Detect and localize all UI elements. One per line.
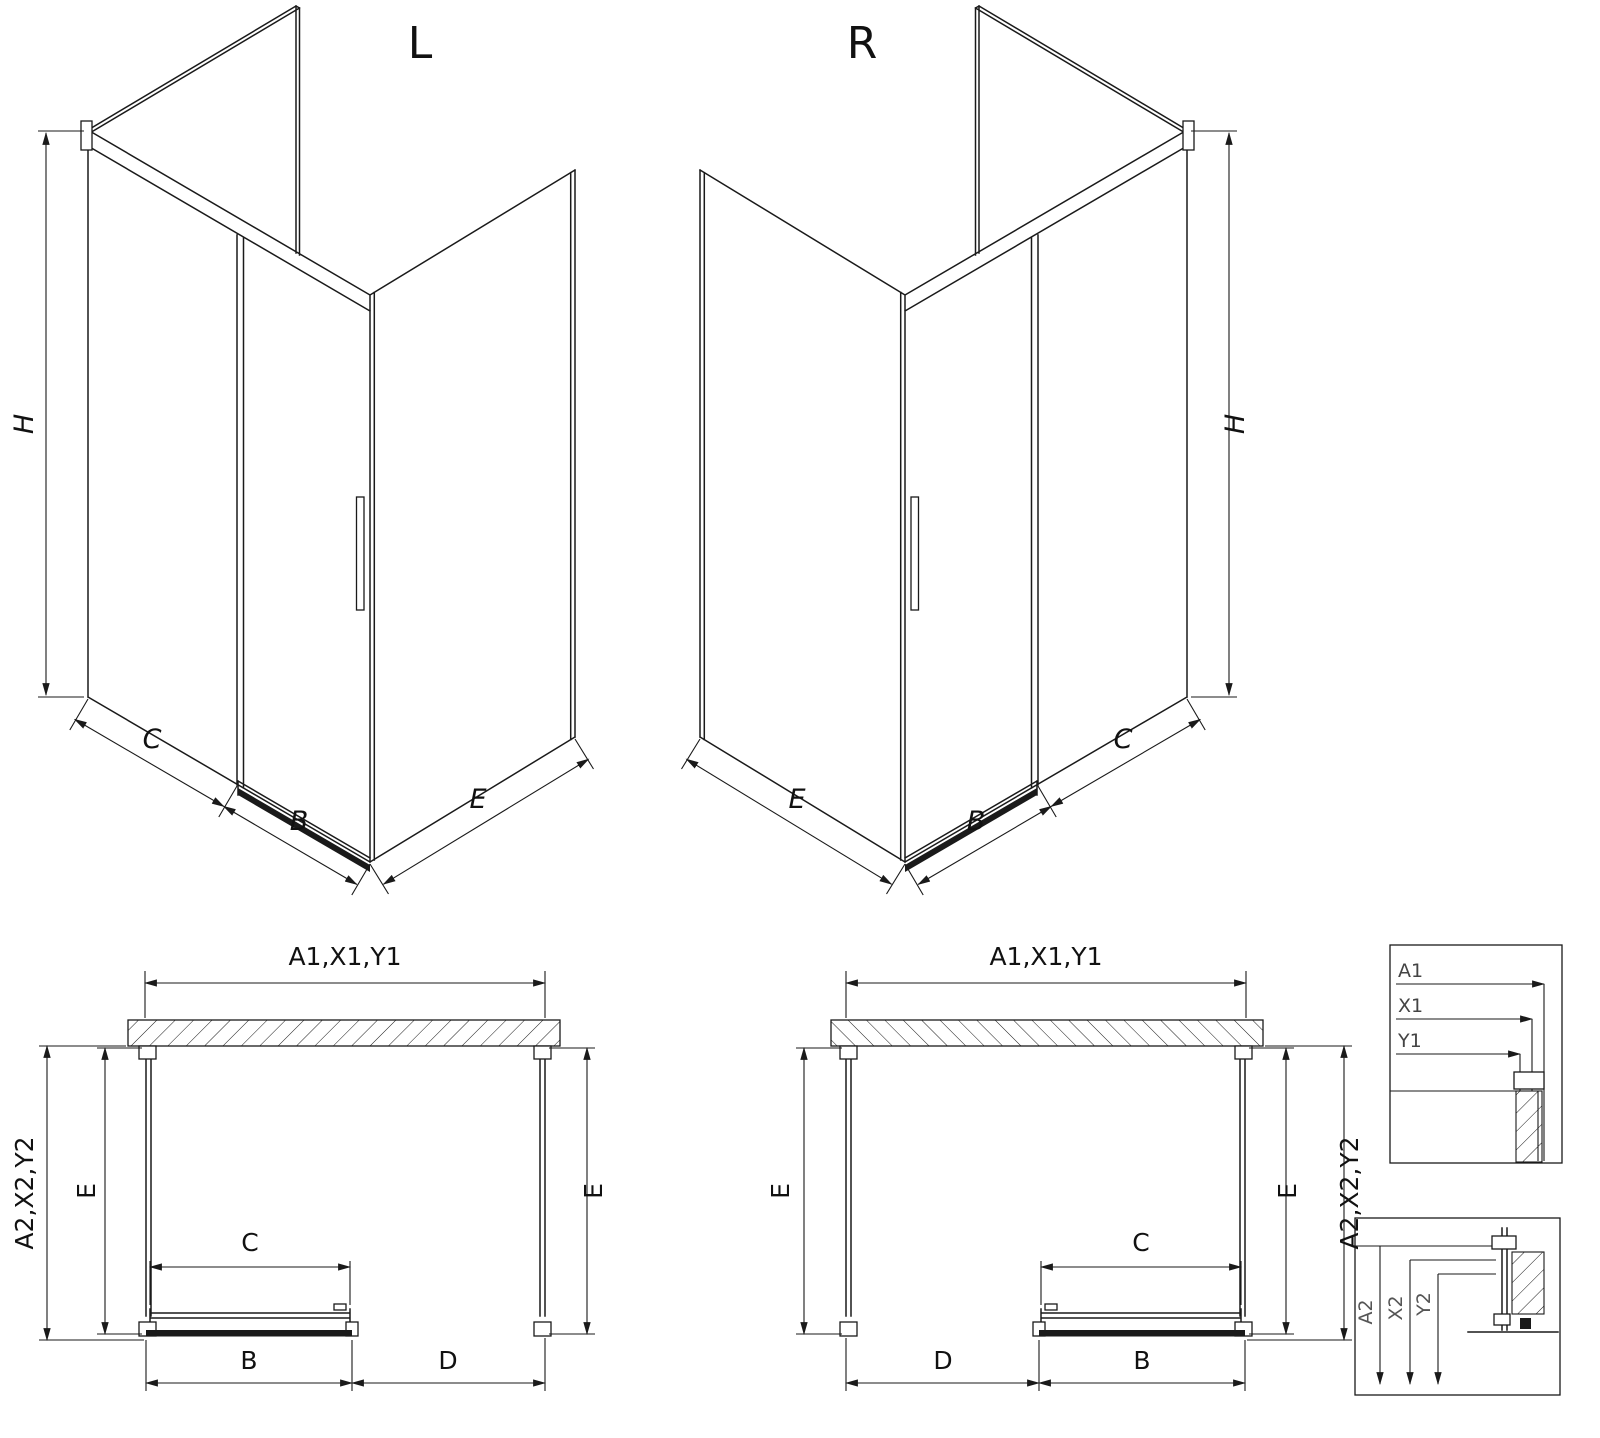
- detail-lower-label-x2: X2: [1385, 1295, 1407, 1320]
- iso-right-dim-c-label: C: [1114, 724, 1133, 755]
- iso-right-variant-label: R: [847, 18, 878, 69]
- detail-lower-label-y2: Y2: [1413, 1292, 1435, 1317]
- iso-right-dim-e-label: E: [788, 784, 805, 815]
- iso-left-dim-h-label: H: [9, 414, 40, 434]
- detail-lower-frame: [1354, 1217, 1561, 1396]
- iso-left-dim-e-label: E: [469, 784, 486, 815]
- detail-upper-label-a1: A1: [1398, 960, 1423, 982]
- detail-lower-label-a2: A2: [1355, 1299, 1377, 1324]
- plan-left-dim-e-right-label: E: [579, 1183, 608, 1199]
- detail-upper-profile: [1513, 1071, 1545, 1090]
- plan-right-dim-bottom-right-label: B: [1133, 1346, 1150, 1375]
- detail-lower-box: A2 X2 Y2: [1354, 1217, 1561, 1396]
- plan-right-line-art: [796, 971, 1352, 1391]
- plan-left-dim-side-label: A2,X2,Y2: [10, 1136, 39, 1249]
- plan-left-dim-top-label: A1,X1,Y1: [288, 942, 401, 971]
- detail-lower-bracket: [1491, 1235, 1517, 1250]
- detail-lower-roller: [1493, 1313, 1511, 1326]
- iso-right-dim-h-label: H: [1220, 414, 1251, 434]
- plan-left-dim-door-label: C: [241, 1228, 258, 1257]
- plan-right-dim-bottom-left-label: D: [933, 1346, 952, 1375]
- plan-right-dim-door-label: C: [1132, 1228, 1149, 1257]
- plan-left-line-art: [39, 971, 595, 1391]
- plan-left-dim-e-left-label: E: [72, 1183, 101, 1199]
- detail-upper-wall-hatch: [1515, 1090, 1543, 1163]
- iso-left-line-art: [38, 6, 594, 895]
- iso-left-dim-c-label: C: [143, 724, 162, 755]
- plan-right-dim-e-left-label: E: [766, 1183, 795, 1199]
- detail-upper-frame: [1389, 944, 1563, 1164]
- detail-upper-box: A1 X1 Y1: [1389, 944, 1563, 1164]
- detail-lower-reference-lines: [1355, 1245, 1500, 1275]
- plan-right-dim-top-label: A1,X1,Y1: [989, 942, 1102, 971]
- plan-right-dim-e-right-label: E: [1273, 1183, 1302, 1199]
- detail-upper-label-y1: Y1: [1397, 1030, 1422, 1052]
- plan-left-dim-bottom-left-label: B: [240, 1346, 257, 1375]
- detail-upper-label-x1: X1: [1398, 995, 1423, 1017]
- detail-lower-track-section: [1520, 1318, 1531, 1329]
- iso-right-dim-b-label: B: [967, 806, 986, 837]
- iso-left-variant-label: L: [408, 18, 433, 69]
- detail-lower-wall-hatch: [1511, 1251, 1545, 1315]
- iso-right-line-art: [682, 6, 1238, 895]
- plan-right-dim-side-label: A2,X2,Y2: [1335, 1136, 1364, 1249]
- plan-left-dim-bottom-right-label: D: [438, 1346, 457, 1375]
- iso-left-dim-b-label: B: [290, 806, 309, 837]
